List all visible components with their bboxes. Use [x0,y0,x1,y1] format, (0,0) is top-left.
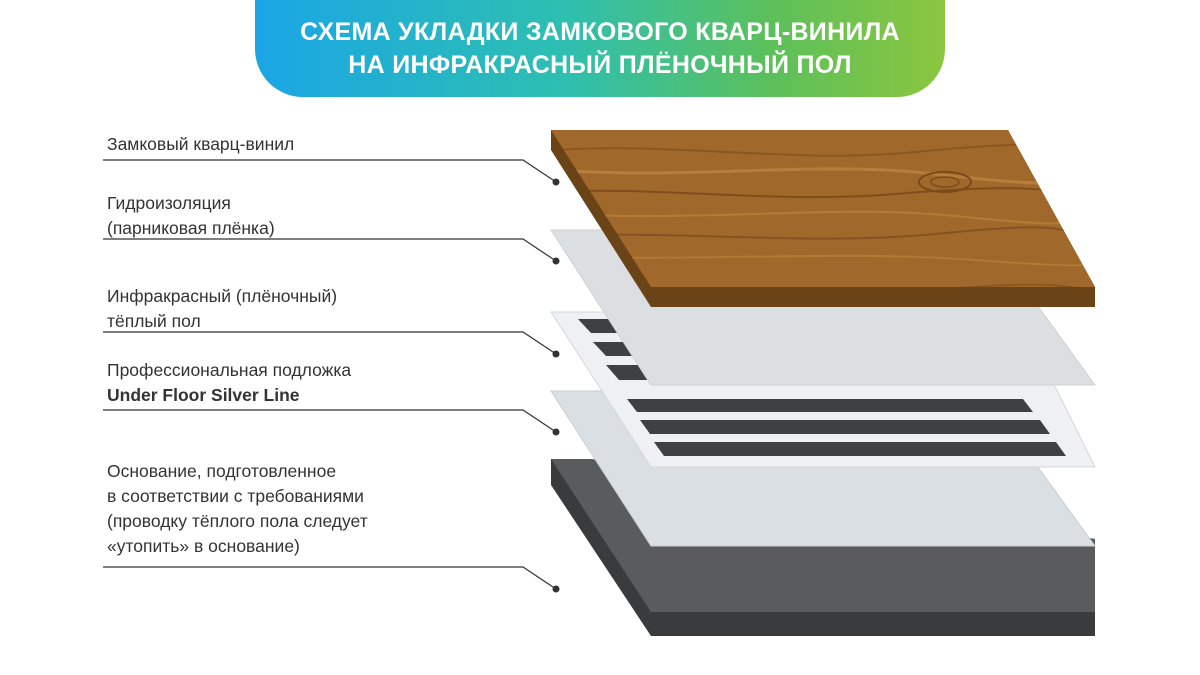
leader-lines [103,159,557,590]
title-line-1: СХЕМА УКЛАДКИ ЗАМКОВОГО КВАРЦ-ВИНИЛА [300,17,900,46]
label-heating-film-line-1: Инфракрасный (плёночный) [107,286,338,306]
leader-underlay [103,409,557,433]
label-heating-film-line-2: тёплый пол [107,311,201,331]
label-vinyl: Замковый кварц-винил [107,132,294,157]
leader-heating-film [103,331,557,355]
leader-dot-base [552,585,560,593]
label-underlay-line-1: Профессиональная подложка [107,360,352,380]
label-underlay-line-2: Under Floor Silver Line [107,385,300,405]
leader-waterproofing [103,238,557,262]
label-base-line-4: «утопить» в основание) [107,536,300,556]
label-base-line-2: в соответствии с требованиями [107,486,364,506]
label-base: Основание, подготовленное в соответствии… [107,459,368,559]
label-base-line-1: Основание, подготовленное [107,461,337,481]
label-underlay: Профессиональная подложка Under Floor Si… [107,358,351,408]
vinyl-layer [551,130,1095,307]
leader-dot-heating-film [552,350,560,358]
title-banner: СХЕМА УКЛАДКИ ЗАМКОВОГО КВАРЦ-ВИНИЛА НА … [255,0,945,97]
leader-base [103,566,557,590]
label-waterproofing-line-1: Гидроизоляция [107,193,231,213]
leader-dot-vinyl [552,178,560,186]
leader-dot-underlay [552,428,560,436]
label-vinyl-line-1: Замковый кварц-винил [107,134,295,154]
label-heating-film: Инфракрасный (плёночный) тёплый пол [107,284,337,334]
label-waterproofing: Гидроизоляция (парниковая плёнка) [107,191,275,241]
leader-dots [552,178,560,593]
leader-dot-waterproofing [552,257,560,265]
label-base-line-3: (проводку тёплого пола следует [107,511,368,531]
title-line-2: НА ИНФРАКРАСНЫЙ ПЛЁНОЧНЫЙ ПОЛ [348,50,852,79]
leader-vinyl [103,159,557,183]
label-waterproofing-line-2: (парниковая плёнка) [107,218,275,238]
